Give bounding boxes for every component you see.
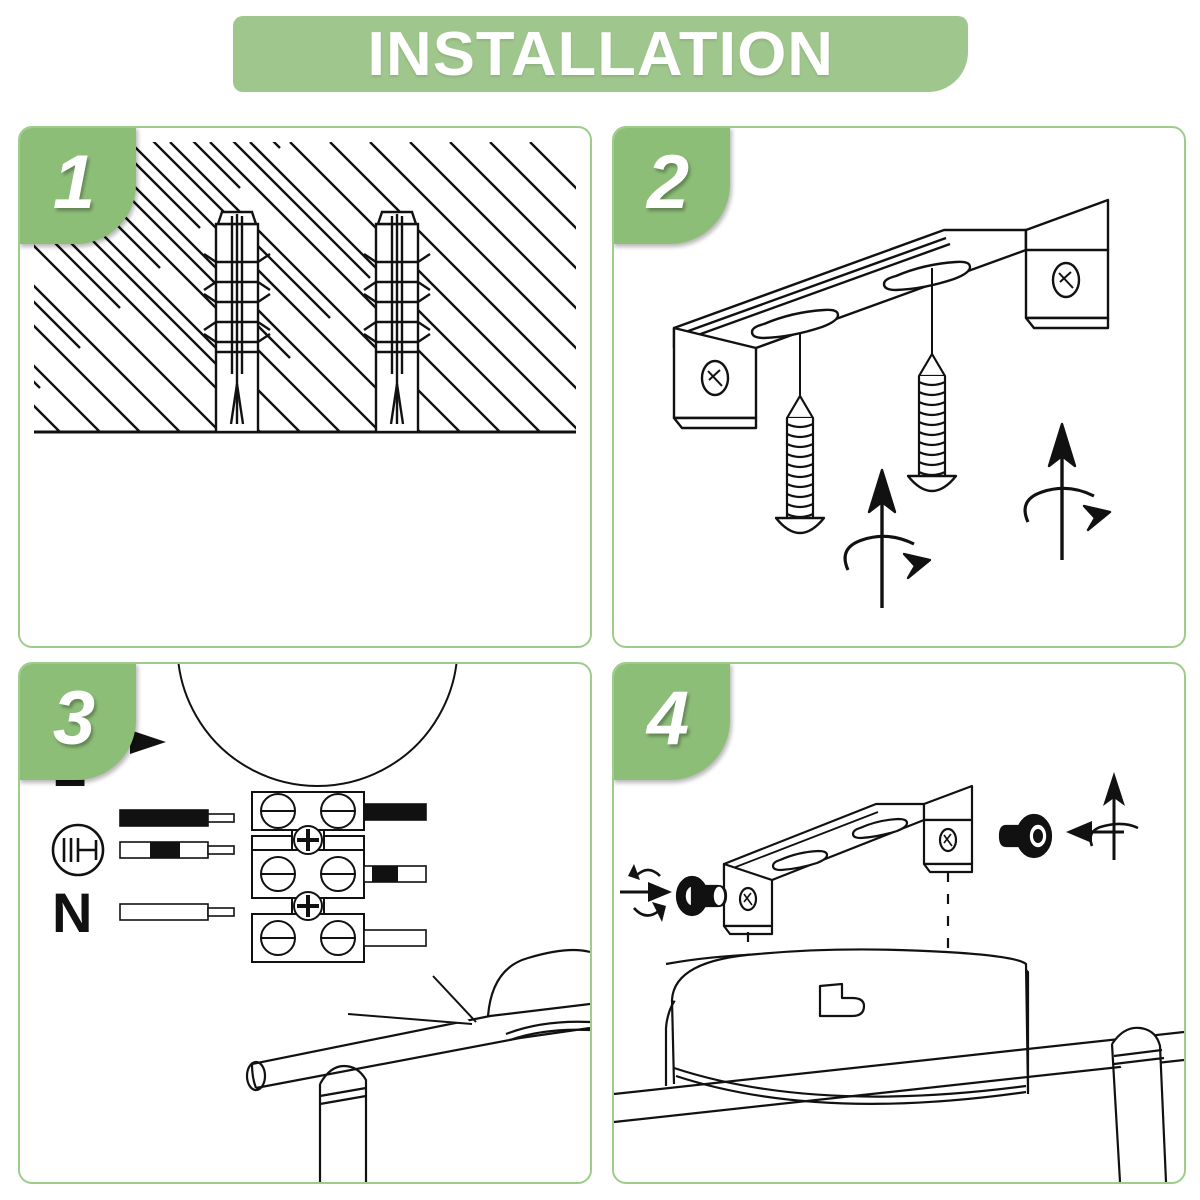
step-number: 4 (646, 676, 690, 761)
illustration-bracket-knobs-canopy (614, 664, 1184, 1182)
step-panel-3: L N (18, 662, 592, 1184)
knob-left (675, 875, 728, 917)
label-neutral: N (52, 881, 92, 944)
illustration-wiring-callout: L N (20, 664, 590, 1182)
illustration-bracket-screws (614, 128, 1184, 646)
step-number: 2 (646, 140, 690, 225)
page-title: INSTALLATION (367, 19, 834, 89)
wire-live (119, 809, 235, 827)
step-panel-2: 2 (612, 126, 1186, 648)
title-banner: INSTALLATION (233, 16, 968, 92)
wire-earth (119, 841, 235, 859)
step-badge-2: 2 (614, 128, 730, 244)
step-badge-4: 4 (614, 664, 730, 780)
step-number: 3 (52, 676, 96, 761)
step-panel-4: 4 (612, 662, 1186, 1184)
step-badge-1: 1 (20, 128, 136, 244)
knob-right (998, 813, 1053, 859)
wire-neutral (119, 903, 235, 921)
step-number: 1 (52, 140, 96, 225)
step-badge-3: 3 (20, 664, 136, 780)
step-panel-1: 1 (18, 126, 592, 648)
illustration-wall-anchors (20, 128, 590, 646)
